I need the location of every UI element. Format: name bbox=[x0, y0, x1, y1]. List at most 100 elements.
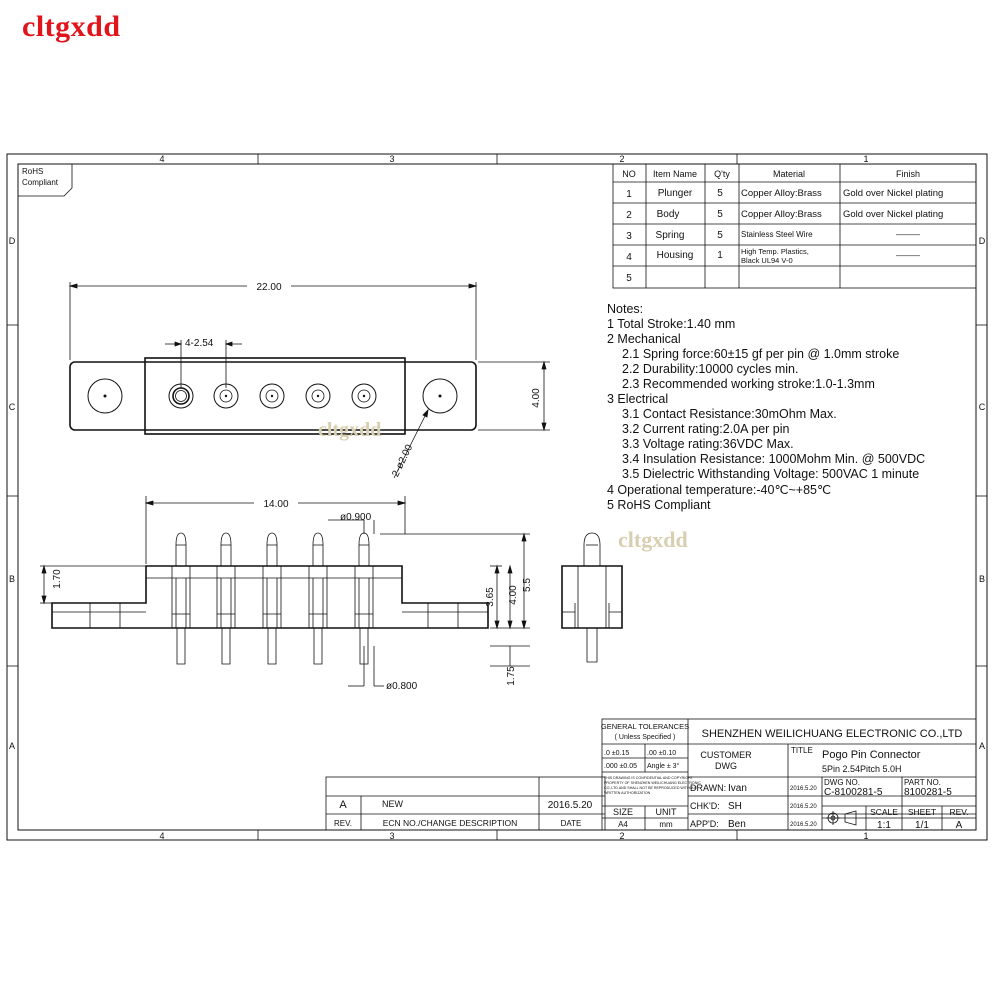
note-2-2: 2.2 Durability:10000 cycles min. bbox=[622, 362, 798, 376]
front-view-pins bbox=[171, 532, 374, 665]
dim-tail-len: 1.75 bbox=[506, 666, 517, 686]
size-label: SIZE bbox=[613, 807, 633, 817]
note-2: 2 Mechanical bbox=[607, 332, 681, 346]
bom-row-2-qty: 5 bbox=[717, 209, 723, 220]
rev-label: REV. bbox=[949, 807, 968, 817]
bom-header-item: Item Name bbox=[653, 169, 697, 179]
bom-row-1-qty: 5 bbox=[717, 188, 723, 199]
zone-top-3: 3 bbox=[389, 154, 394, 164]
top-view-housing bbox=[144, 357, 406, 435]
revision-rev: A bbox=[339, 799, 347, 811]
unit-value: mm bbox=[659, 820, 673, 829]
fine-print-1: THIS DRAWING IS CONFIDENTIAL AND COPYRIG… bbox=[604, 776, 694, 780]
projection-symbol-icon bbox=[826, 810, 857, 826]
dim-mount-hole: 2-ø2.00 bbox=[390, 443, 415, 479]
pin-top-4 bbox=[305, 383, 331, 409]
sheet-label: SHEET bbox=[908, 807, 936, 817]
bom-row-4-finish: ——— bbox=[896, 251, 920, 260]
title-label: TITLE bbox=[791, 746, 813, 755]
bom-row-2-finish: Gold over Nickel plating bbox=[843, 209, 943, 220]
zone-left-c: C bbox=[9, 402, 16, 412]
pin-front-2 bbox=[216, 532, 236, 665]
note-3-1: 3.1 Contact Resistance:30mOhm Max. bbox=[622, 407, 837, 421]
zone-right-c: C bbox=[979, 402, 986, 412]
chkd-label: CHK'D: bbox=[690, 801, 720, 811]
bom-row-1-name: Plunger bbox=[658, 188, 693, 199]
bom-row-3-name: Spring bbox=[656, 230, 685, 241]
zone-bottom-4: 4 bbox=[159, 831, 164, 841]
revision-block bbox=[325, 776, 606, 831]
chkd-date: 2016.5.20 bbox=[790, 804, 817, 810]
note-2-1: 2.1 Spring force:60±15 gf per pin @ 1.0m… bbox=[622, 347, 899, 361]
tolerance-4: Angle ± 3° bbox=[647, 762, 680, 770]
note-1: 1 Total Stroke:1.40 mm bbox=[607, 317, 735, 331]
dim-overall-length: 22.00 bbox=[256, 282, 281, 293]
unit-label: UNIT bbox=[656, 807, 677, 817]
zone-left-d: D bbox=[9, 236, 16, 246]
drawn-label: DRAWN: bbox=[690, 783, 726, 793]
note-3-3: 3.3 Voltage rating:36VDC Max. bbox=[622, 437, 794, 451]
zone-top-1: 1 bbox=[863, 154, 868, 164]
top-view-flange bbox=[69, 361, 477, 431]
mount-hole-right bbox=[422, 378, 458, 414]
front-view bbox=[51, 565, 489, 629]
bom-row-3-finish: ——— bbox=[896, 230, 920, 239]
bom-header-finish: Finish bbox=[896, 169, 920, 179]
bom-row-3-no: 3 bbox=[626, 231, 632, 242]
notes: Notes: 1 Total Stroke:1.40 mm 2 Mechanic… bbox=[607, 302, 925, 512]
dim-h2: 4.00 bbox=[508, 585, 519, 605]
dim-span: 14.00 bbox=[263, 499, 288, 510]
pin-front-1 bbox=[171, 532, 191, 665]
bom-row-5-no: 5 bbox=[626, 273, 632, 284]
brand-logo: cltgxdd bbox=[22, 10, 121, 43]
zone-top-4: 4 bbox=[159, 154, 164, 164]
bom-row-1-material: Copper Alloy:Brass bbox=[741, 188, 822, 199]
bom-row-2-name: Body bbox=[657, 209, 680, 220]
tolerances-title: GENERAL TOLERANCES bbox=[601, 722, 689, 731]
appd-label: APP'D: bbox=[690, 819, 719, 829]
bom-row-3-qty: 5 bbox=[717, 230, 723, 241]
bom-row-1-no: 1 bbox=[626, 189, 632, 200]
bom-row-4-qty: 1 bbox=[717, 250, 723, 261]
title-line-2: 5Pin 2.54Pitch 5.0H bbox=[822, 764, 902, 774]
zone-right-d: D bbox=[979, 236, 986, 246]
pin-front-5 bbox=[354, 532, 374, 665]
customer-label: CUSTOMER bbox=[700, 750, 752, 760]
tolerance-2: .00 ±0.10 bbox=[647, 750, 676, 757]
watermark-1: cltgxdd bbox=[318, 419, 381, 441]
fine-print-2: PROPERTY OF SHENZHEN WEILICHUANG ELECTRO… bbox=[604, 781, 701, 785]
title-line-1: Pogo Pin Connector bbox=[822, 749, 921, 761]
mount-hole-left bbox=[87, 378, 123, 414]
rev-value: A bbox=[956, 820, 963, 831]
rohs-badge: RoHS Compliant bbox=[17, 164, 73, 197]
zone-bottom-3: 3 bbox=[389, 831, 394, 841]
drawn-value: Ivan bbox=[728, 783, 747, 794]
part-no-value: 8100281-5 bbox=[904, 787, 952, 798]
dim-side-left: 1.70 bbox=[52, 569, 63, 589]
zone-top-2: 2 bbox=[619, 154, 624, 164]
title-block bbox=[601, 718, 977, 831]
zone-left-a: A bbox=[9, 741, 15, 751]
chkd-value: SH bbox=[728, 801, 742, 812]
customer-dwg-label: DWG bbox=[715, 761, 737, 771]
dim-plunger-dia: ø0.900 bbox=[340, 512, 372, 523]
pin-front-4 bbox=[308, 532, 328, 665]
part-no-label: PART NO. bbox=[904, 778, 941, 787]
top-view bbox=[69, 357, 477, 435]
bom-row-4-no: 4 bbox=[626, 252, 632, 263]
dim-pitch: 4-2.54 bbox=[185, 338, 214, 349]
fine-print-3: CO.,LTD AND SHALL NOT BE REPRODUCED WITH… bbox=[604, 786, 698, 790]
dim-h1: 3.65 bbox=[485, 587, 496, 607]
bom-header-no: NO bbox=[622, 169, 636, 179]
note-3: 3 Electrical bbox=[607, 392, 668, 406]
revision-header-date: DATE bbox=[561, 819, 582, 828]
revision-header-rev: REV. bbox=[334, 819, 352, 828]
zone-right-b: B bbox=[979, 574, 985, 584]
scale-value: 1:1 bbox=[877, 820, 891, 831]
dim-tail-dia: ø0.800 bbox=[386, 681, 418, 692]
appd-value: Ben bbox=[728, 819, 746, 830]
zone-bottom-2: 2 bbox=[619, 831, 624, 841]
bom-row-2-material: Copper Alloy:Brass bbox=[741, 209, 822, 220]
dim-h3: 5.5 bbox=[522, 578, 533, 592]
